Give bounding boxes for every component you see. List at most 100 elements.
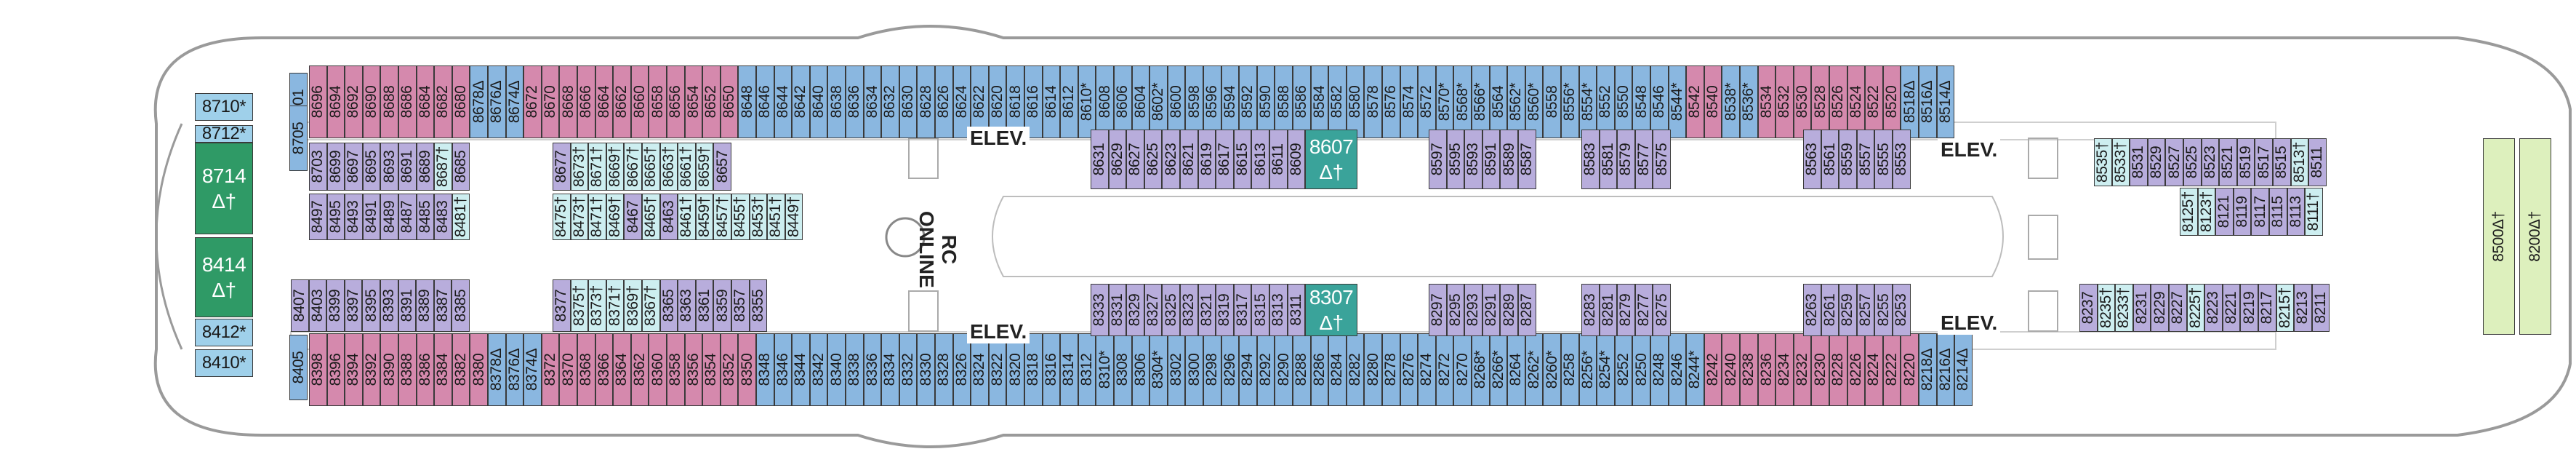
cabin[interactable]: 8380: [470, 333, 488, 406]
cabin[interactable]: 8256*: [1578, 333, 1597, 406]
cabin[interactable]: 8258: [1561, 333, 1579, 406]
cabin[interactable]: 8608: [1096, 65, 1114, 138]
cabin[interactable]: 8638: [827, 65, 846, 138]
cabin[interactable]: 8597: [1429, 130, 1447, 189]
cabin[interactable]: 8227: [2169, 284, 2187, 332]
cabin[interactable]: 8253: [1893, 284, 1911, 336]
cabin[interactable]: 8119: [2233, 188, 2252, 236]
cabin[interactable]: 8636: [846, 65, 864, 138]
cabin[interactable]: 8593: [1464, 130, 1482, 189]
cabin[interactable]: 8500Δ†: [2483, 138, 2515, 335]
cabin[interactable]: 8577: [1634, 130, 1653, 189]
cabin[interactable]: 8233†: [2115, 284, 2133, 332]
cabin[interactable]: 8355: [749, 279, 768, 332]
cabin[interactable]: 8650: [720, 65, 739, 138]
cabin[interactable]: 8495: [326, 194, 345, 240]
cabin[interactable]: 8115: [2269, 188, 2287, 236]
cabin[interactable]: 8485: [416, 194, 435, 240]
cabin[interactable]: 8625: [1144, 130, 1163, 189]
cabin[interactable]: 8357: [731, 279, 750, 332]
cabin[interactable]: 8371†: [606, 279, 625, 332]
cabin[interactable]: 8263: [1803, 284, 1821, 336]
cabin[interactable]: 8463: [659, 194, 678, 240]
cabin[interactable]: 8290: [1275, 333, 1293, 406]
cabin[interactable]: 8661†: [678, 143, 696, 191]
cabin[interactable]: 8684: [416, 65, 435, 138]
cabin[interactable]: 8369†: [624, 279, 642, 332]
cabin[interactable]: 8237: [2079, 284, 2098, 332]
cabin[interactable]: 8493: [345, 194, 363, 240]
cabin[interactable]: 8467: [624, 194, 642, 240]
cabin[interactable]: 8520: [1882, 65, 1901, 138]
cabin[interactable]: 8668: [559, 65, 577, 138]
cabin[interactable]: 8528: [1811, 65, 1829, 138]
cabin[interactable]: 8229: [2151, 284, 2169, 332]
cabin[interactable]: 8360: [649, 333, 667, 406]
cabin[interactable]: 8277: [1634, 284, 1653, 336]
cabin[interactable]: 8121: [2215, 188, 2234, 236]
cabin[interactable]: 8385: [452, 279, 470, 332]
cabin[interactable]: 8314: [1060, 333, 1078, 406]
cabin[interactable]: 8554*: [1578, 65, 1597, 138]
cabin[interactable]: 8317: [1233, 284, 1252, 336]
cabin[interactable]: 8696: [309, 65, 327, 138]
cabin[interactable]: 8200Δ†: [2519, 138, 2551, 335]
cabin[interactable]: 8248: [1650, 333, 1669, 406]
cabin[interactable]: 8705: [289, 106, 308, 171]
cabin[interactable]: 8475†: [553, 194, 571, 240]
cabin[interactable]: 8621: [1180, 130, 1198, 189]
cabin[interactable]: 8658: [649, 65, 667, 138]
cabin[interactable]: 8296: [1221, 333, 1240, 406]
cabin[interactable]: 8471†: [588, 194, 606, 240]
cabin[interactable]: 8487: [398, 194, 417, 240]
cabin[interactable]: 8346: [774, 333, 793, 406]
cabin[interactable]: 8274: [1418, 333, 1436, 406]
cabin[interactable]: 8453†: [749, 194, 768, 240]
cabin[interactable]: 8313: [1269, 284, 1288, 336]
cabin[interactable]: 8518Δ: [1901, 65, 1919, 138]
cabin[interactable]: 8553: [1893, 130, 1911, 189]
cabin[interactable]: 8254*: [1597, 333, 1615, 406]
cabin[interactable]: 8587: [1518, 130, 1536, 189]
cabin[interactable]: 8600: [1167, 65, 1186, 138]
cabin[interactable]: 8255: [1874, 284, 1893, 336]
cabin[interactable]: 8405: [289, 335, 308, 400]
cabin[interactable]: 8564: [1489, 65, 1508, 138]
cabin[interactable]: 8672: [523, 65, 542, 138]
cabin[interactable]: 8682: [434, 65, 452, 138]
cabin[interactable]: 8283: [1581, 284, 1600, 336]
cabin[interactable]: 8616: [1024, 65, 1043, 138]
cabin[interactable]: 8123†: [2197, 188, 2216, 236]
cabin[interactable]: 8398: [309, 333, 327, 406]
cabin[interactable]: 8586: [1293, 65, 1311, 138]
cabin[interactable]: 8489: [380, 194, 398, 240]
cabin[interactable]: 8497: [309, 194, 327, 240]
cabin[interactable]: 8473†: [570, 194, 589, 240]
cabin[interactable]: 8538*: [1722, 65, 1740, 138]
cabin[interactable]: 8384: [434, 333, 452, 406]
cabin[interactable]: 8275: [1653, 284, 1671, 336]
cabin[interactable]: 8598: [1185, 65, 1203, 138]
cabin[interactable]: 8293: [1464, 284, 1482, 336]
cabin[interactable]: 8461†: [678, 194, 696, 240]
cabin[interactable]: 8556*: [1561, 65, 1579, 138]
cabin[interactable]: 8268*: [1472, 333, 1490, 406]
cabin[interactable]: 8451†: [767, 194, 785, 240]
cabin[interactable]: 8642: [792, 65, 810, 138]
cabin[interactable]: 8403: [308, 279, 327, 332]
cabin[interactable]: 8580: [1346, 65, 1365, 138]
cabin[interactable]: 8113: [2287, 188, 2306, 236]
cabin[interactable]: 8397: [344, 279, 363, 332]
cabin[interactable]: 8590: [1256, 65, 1275, 138]
cabin[interactable]: 8714 Δ†: [195, 143, 253, 234]
cabin[interactable]: 8223: [2204, 284, 2223, 332]
cabin[interactable]: 8281: [1599, 284, 1618, 336]
cabin[interactable]: 8624: [952, 65, 971, 138]
cabin[interactable]: 8279: [1617, 284, 1635, 336]
cabin[interactable]: 8291: [1482, 284, 1501, 336]
cabin[interactable]: 8394: [345, 333, 363, 406]
cabin[interactable]: 8370: [559, 333, 577, 406]
cabin[interactable]: 8589: [1500, 130, 1518, 189]
cabin[interactable]: 8234: [1775, 333, 1794, 406]
cabin[interactable]: 8340: [827, 333, 846, 406]
